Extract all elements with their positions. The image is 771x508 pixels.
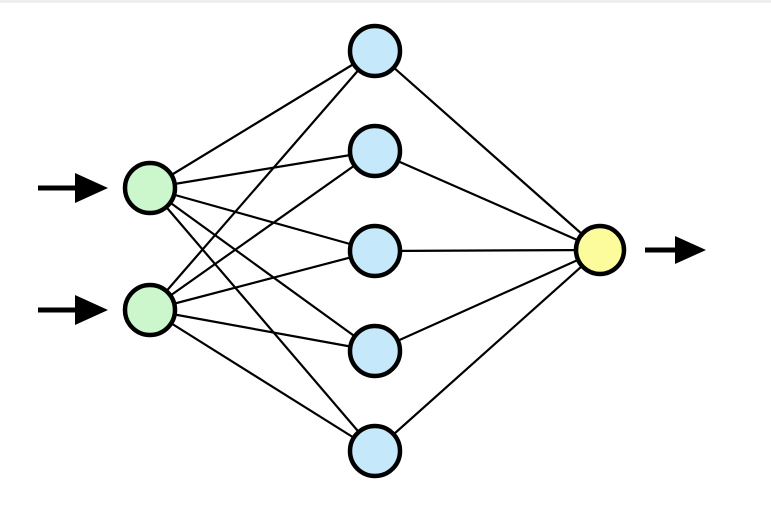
- connection-edge: [148, 308, 377, 353]
- neuron-node-hidden[interactable]: [347, 423, 403, 479]
- io-arrows-group: [38, 173, 706, 325]
- neuron-node-hidden[interactable]: [347, 223, 403, 279]
- input-arrow-bottom-icon: [75, 295, 108, 325]
- connection-edge: [148, 308, 377, 453]
- connection-edge: [148, 186, 377, 253]
- connection-edge: [148, 49, 377, 190]
- edges-group: [148, 49, 602, 453]
- connection-edge: [148, 249, 377, 312]
- connection-edge: [373, 49, 602, 252]
- nodes-group: [122, 23, 627, 479]
- connection-edge: [148, 149, 377, 190]
- neuron-node-hidden[interactable]: [347, 123, 403, 179]
- connection-edge: [373, 149, 602, 252]
- neuron-node-output[interactable]: [573, 223, 627, 277]
- connection-edge: [148, 49, 377, 312]
- connection-edge: [148, 186, 377, 453]
- connection-edge: [373, 248, 602, 253]
- top-edge-strip: [0, 0, 771, 3]
- connection-edge: [373, 248, 602, 353]
- connection-edge: [373, 248, 602, 453]
- output-arrow-icon: [675, 236, 706, 264]
- neuron-node-hidden[interactable]: [347, 23, 403, 79]
- connection-edge: [148, 149, 377, 312]
- neuron-node-hidden[interactable]: [347, 323, 403, 379]
- connection-edge: [148, 186, 377, 353]
- input-arrow-top-icon: [75, 173, 108, 203]
- neuron-node-input[interactable]: [122, 160, 178, 216]
- neuron-node-input[interactable]: [122, 282, 178, 338]
